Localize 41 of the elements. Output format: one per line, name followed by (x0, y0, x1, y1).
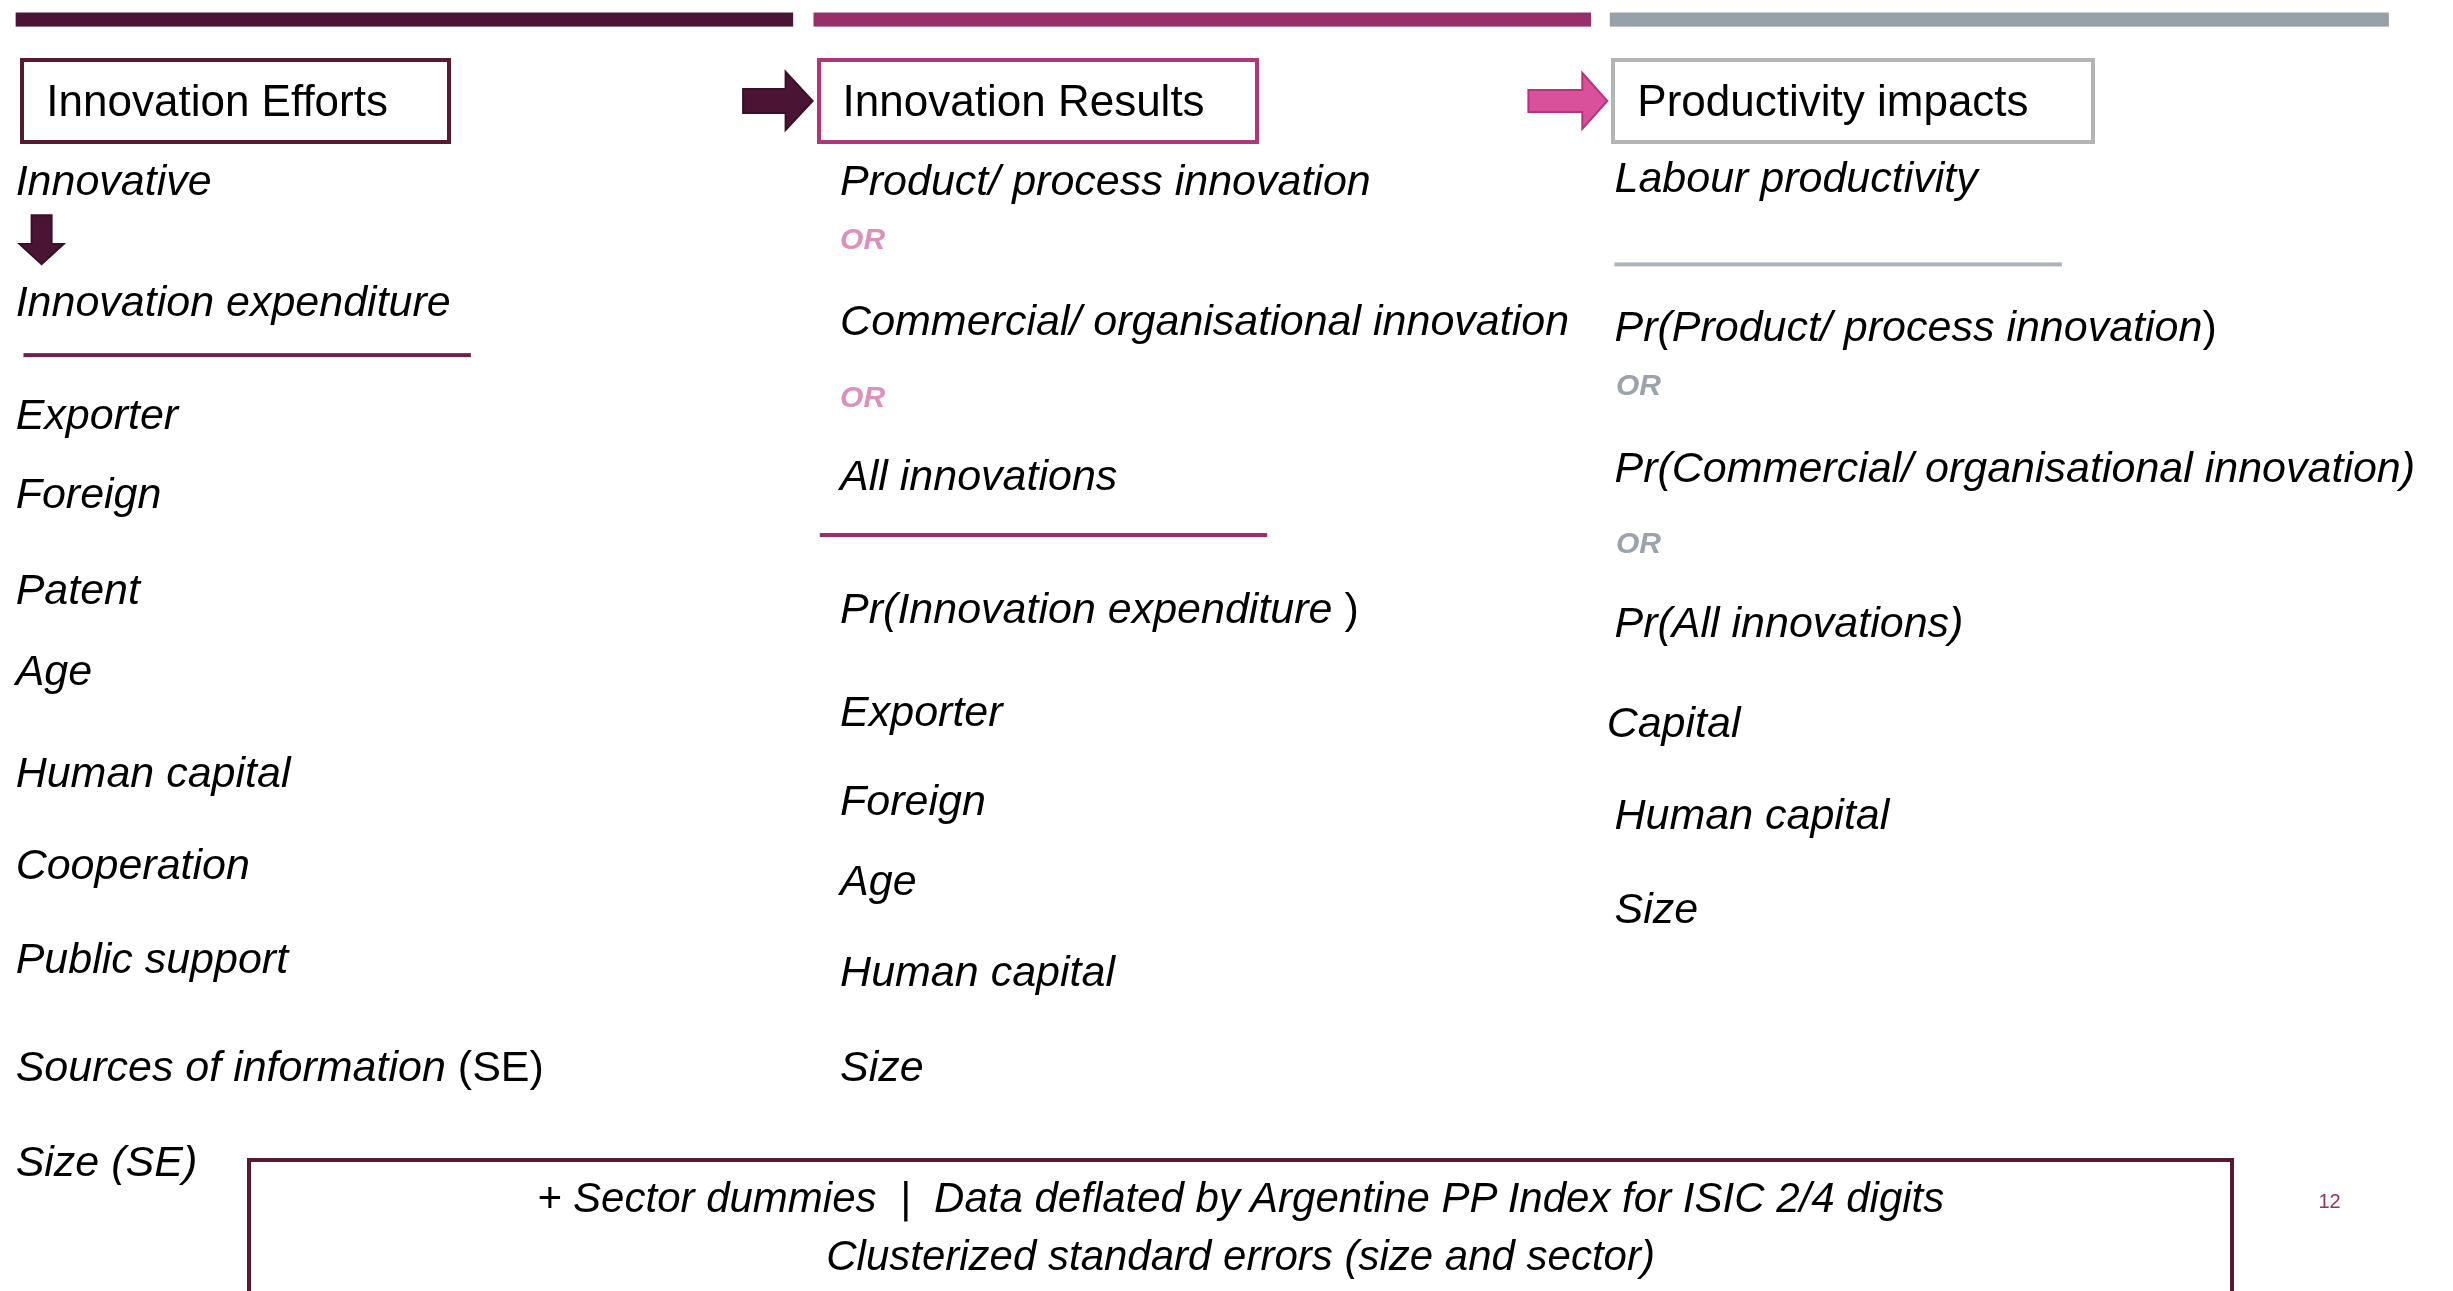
variable-text: Foreign (15, 468, 162, 520)
block-arrow (1527, 70, 1609, 132)
variable-text: Exporter (15, 388, 179, 440)
heading-box: Innovation Results (816, 57, 1260, 144)
variable-text: Age (15, 645, 93, 697)
variable-text: Public support (15, 933, 289, 985)
variable-text: Exporter (840, 686, 1003, 737)
variable-text: Cooperation (15, 839, 250, 891)
or-text: OR (1616, 366, 1662, 403)
heading-box: Innovation Efforts (20, 57, 451, 144)
block-arrow (742, 69, 814, 133)
variable-text: Labour productivity (1614, 152, 1978, 204)
variable-text: Innovative (15, 155, 212, 208)
variable-text: Patent (15, 564, 140, 615)
variable-text: Size (1614, 883, 1699, 935)
or-text: OR (1616, 524, 1662, 561)
variable-text: Product/ process innovation (840, 155, 1371, 207)
heading-box: Productivity impacts (1611, 57, 2095, 144)
variable-text: Foreign (840, 775, 986, 827)
variable-text: Human capital (840, 945, 1115, 997)
variable-text: Pr(Innovation expenditure ) (840, 582, 1359, 634)
or-text: OR (840, 221, 886, 258)
variable-text: Size (SE) (15, 1136, 198, 1188)
variable-text: Innovation expenditure (15, 276, 451, 328)
variable-text: Pr(All innovations) (1614, 596, 1964, 648)
variable-text: Human capital (15, 747, 291, 798)
block-arrow (17, 214, 67, 266)
variable-text: Sources of information (SE) (15, 1041, 544, 1093)
variable-text: Size (840, 1041, 924, 1093)
variable-text: All innovations (840, 449, 1118, 501)
or-text: OR (840, 379, 886, 416)
page-number: 12 (2318, 1189, 2341, 1214)
note-text: + Sector dummies | Data deflated by Argentine PP Index for ISIC 2/4 digits (536, 1172, 1945, 1224)
variable-text: Capital (1606, 696, 1741, 748)
note-box (247, 1157, 2234, 1291)
variable-text: Pr(Product/ process innovation) (1614, 301, 2217, 353)
variable-text: Pr(Commercial/ organisational innovation) (1614, 441, 2416, 493)
note-text: Clusterized standard errors (size and sector) (826, 1231, 1655, 1282)
variable-text: Commercial/ organisational innovation (840, 294, 1570, 346)
variable-text: Age (840, 854, 917, 906)
variable-text: Human capital (1614, 789, 1890, 841)
